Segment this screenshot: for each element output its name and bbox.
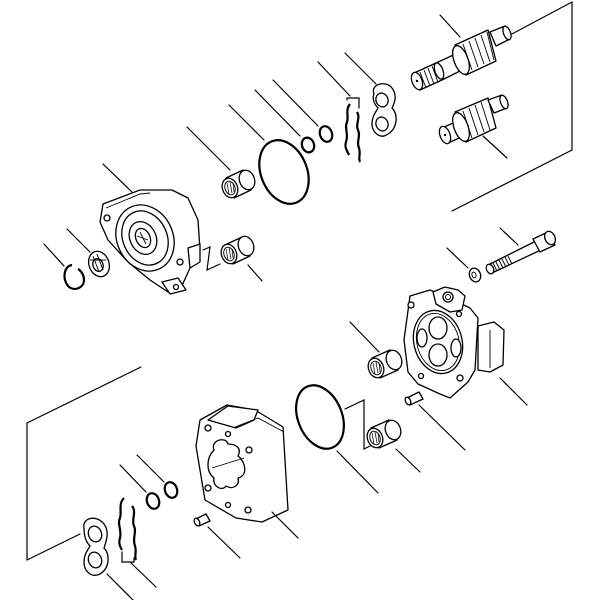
wear-plate-top[interactable] (344, 52, 397, 137)
drive-gear-shaft[interactable] (409, 14, 512, 91)
washer[interactable] (446, 247, 483, 283)
o-ring-large-top[interactable] (228, 104, 318, 211)
o-ring-large-bottom[interactable] (287, 378, 379, 494)
snap-ring[interactable] (43, 243, 86, 290)
dowel-pin-left[interactable] (193, 513, 241, 559)
shaft-seal[interactable] (66, 228, 113, 280)
seal-set-bottom[interactable] (117, 497, 157, 588)
rear-cover[interactable] (403, 286, 528, 406)
o-ring-small-b[interactable] (254, 89, 316, 154)
o-ring-small-a[interactable] (272, 79, 334, 144)
group-bracket-bottom-left (26, 366, 142, 561)
cap-screw[interactable] (485, 227, 558, 275)
gear-housing[interactable] (195, 404, 299, 539)
dowel-pin-right[interactable] (404, 391, 466, 451)
bushing-bottom-b[interactable] (344, 399, 421, 473)
group-bracket-top-right (451, 1, 573, 212)
front-cover[interactable] (99, 163, 201, 295)
bushing-top-a[interactable] (186, 126, 257, 200)
wear-plate-bottom[interactable] (83, 517, 134, 601)
driven-gear[interactable] (437, 94, 509, 159)
o-ring-small-d[interactable] (119, 464, 161, 511)
seal-set-top[interactable] (317, 61, 362, 163)
bushing-top-b[interactable] (202, 234, 263, 282)
o-ring-small-c[interactable] (136, 454, 179, 500)
bushing-bottom-a[interactable] (349, 321, 404, 380)
